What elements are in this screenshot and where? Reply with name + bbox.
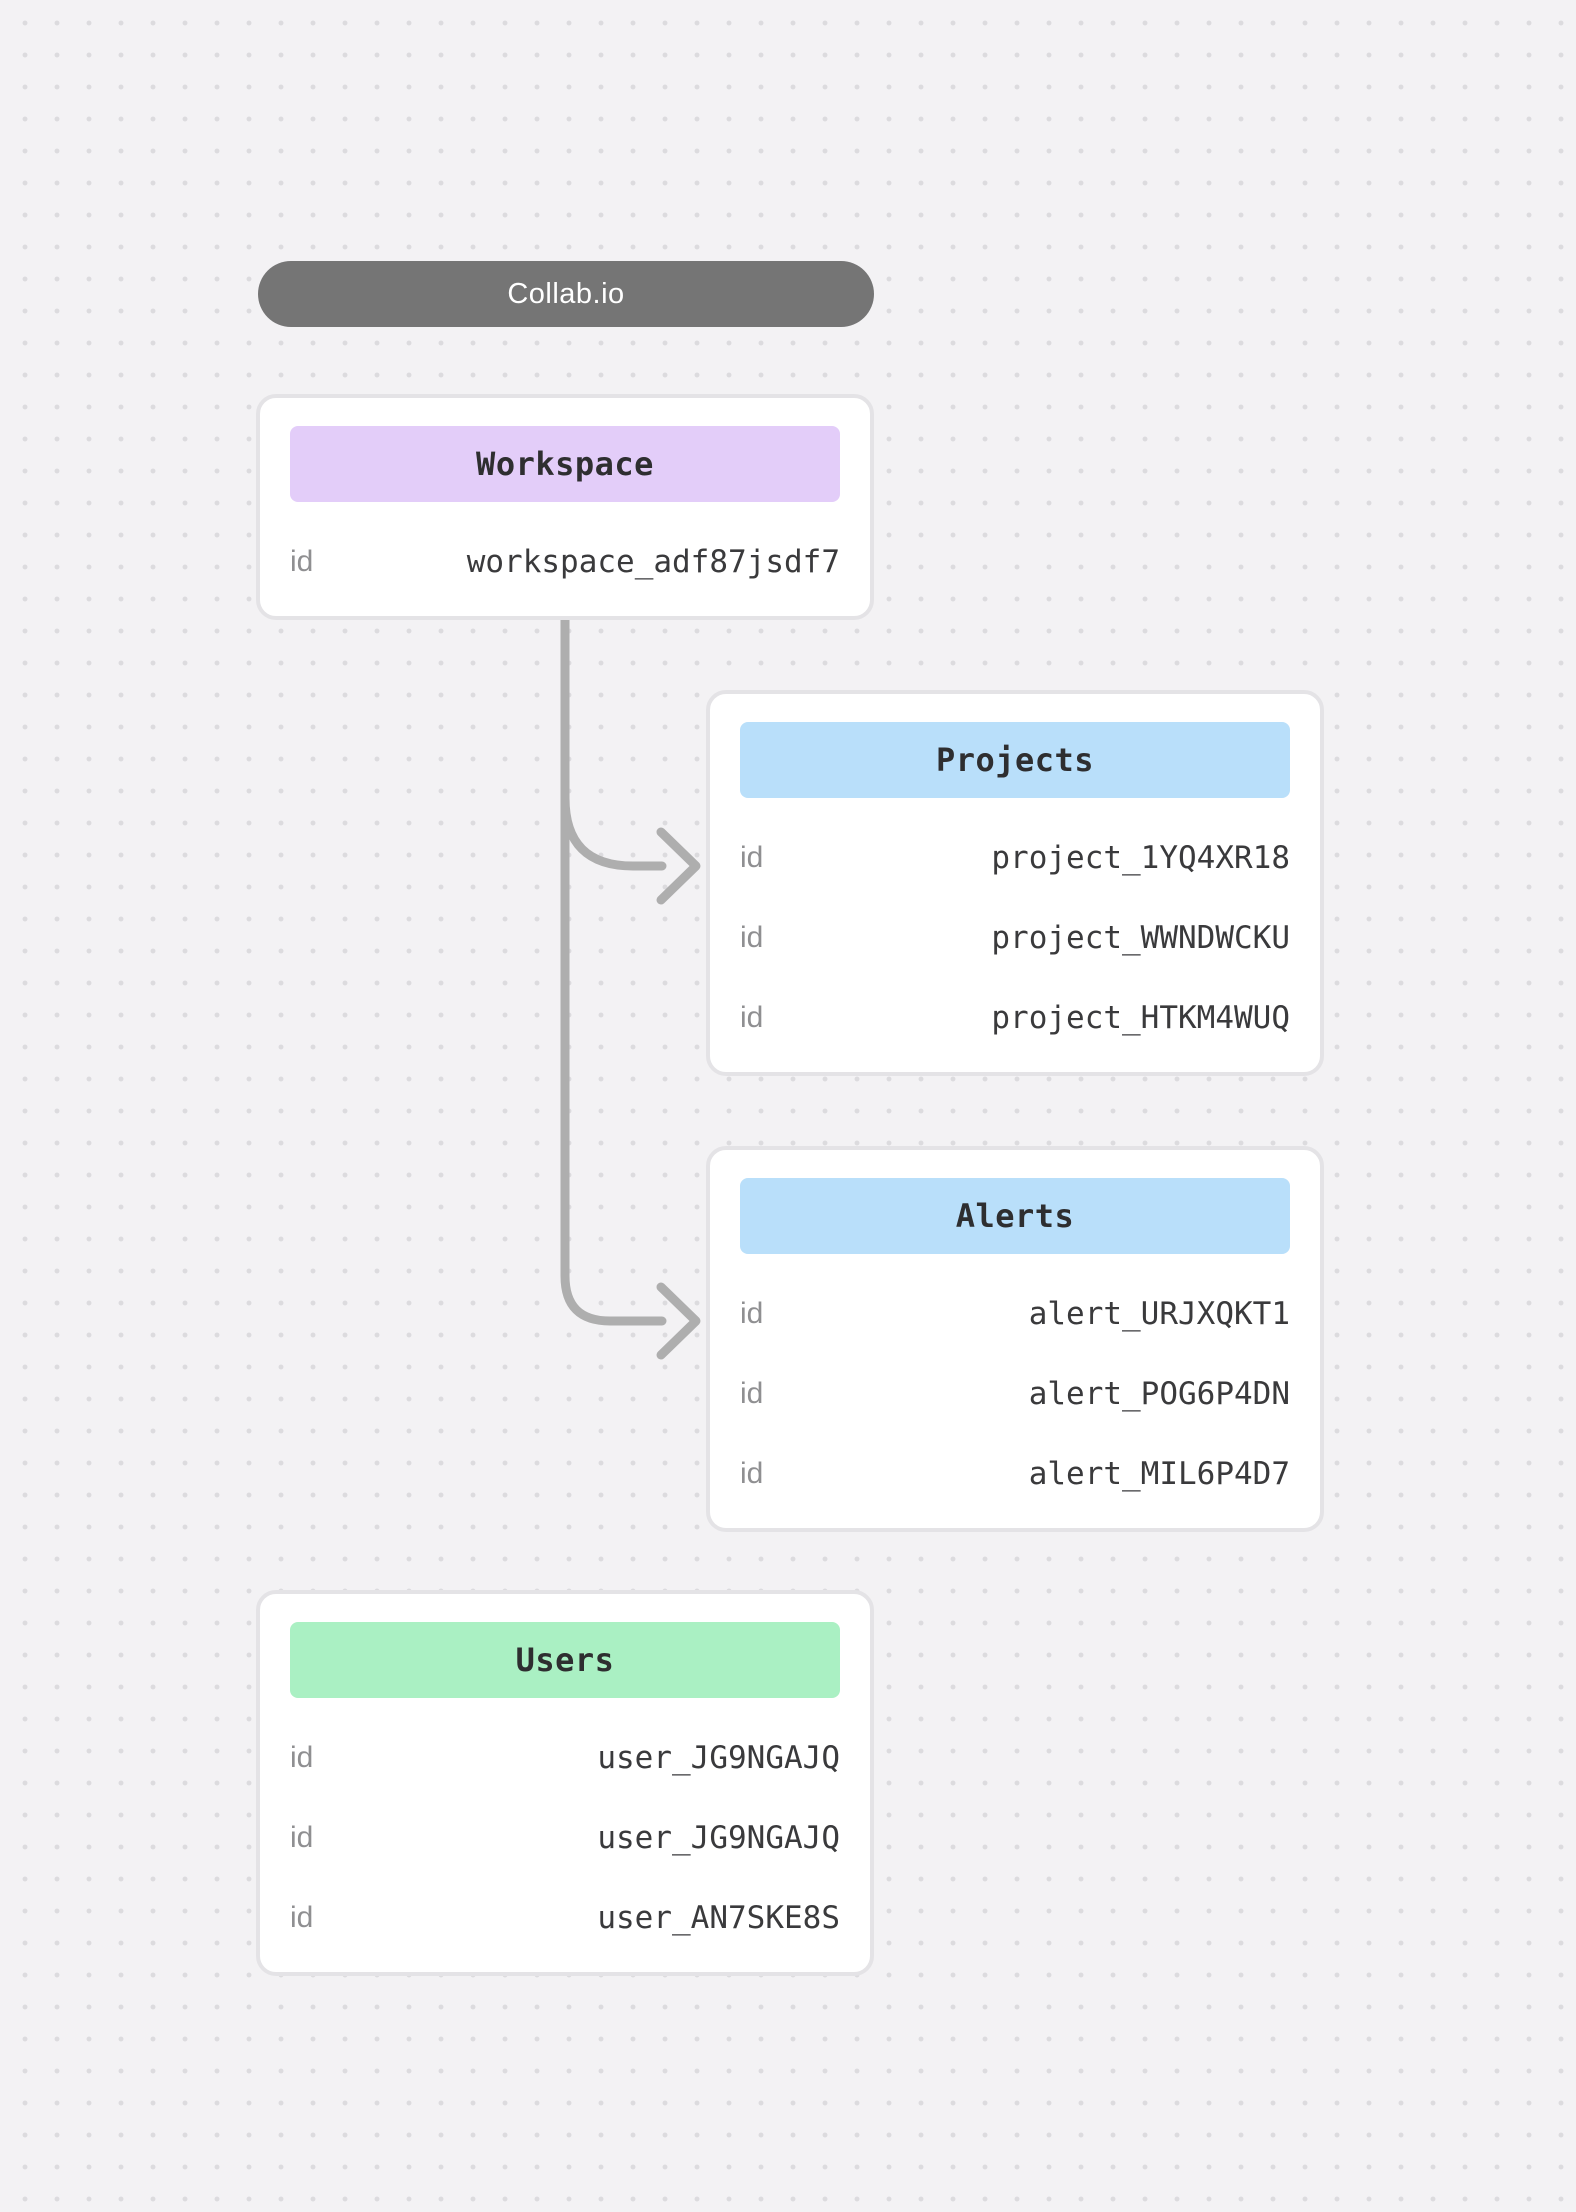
- entity-card-projects[interactable]: Projects id project_1YQ4XR18 id project_…: [706, 690, 1324, 1076]
- entity-card-alerts[interactable]: Alerts id alert_URJXQKT1 id alert_POG6P4…: [706, 1146, 1324, 1532]
- table-row: id project_1YQ4XR18: [740, 838, 1290, 878]
- table-row: id alert_MIL6P4D7: [740, 1454, 1290, 1494]
- arrowhead-alerts-icon: [656, 1282, 701, 1360]
- diagram-title-pill[interactable]: Collab.io: [258, 261, 874, 327]
- row-value: project_WWNDWCKU: [991, 920, 1290, 956]
- row-value: alert_MIL6P4D7: [1028, 1456, 1290, 1492]
- arrowhead-projects-icon: [656, 827, 701, 905]
- row-key: id: [740, 841, 764, 874]
- card-header-workspace: Workspace: [290, 426, 840, 502]
- row-key: id: [290, 1901, 314, 1934]
- table-row: id project_WWNDWCKU: [740, 918, 1290, 958]
- row-value: user_JG9NGAJQ: [597, 1820, 840, 1856]
- row-key: id: [290, 1821, 314, 1854]
- connector-branch-workspace-projects: [560, 793, 667, 871]
- table-row: id alert_POG6P4DN: [740, 1374, 1290, 1414]
- row-value: alert_POG6P4DN: [1028, 1376, 1290, 1412]
- card-header-users: Users: [290, 1622, 840, 1698]
- card-header-projects: Projects: [740, 722, 1290, 798]
- row-key: id: [290, 545, 314, 578]
- table-row: id user_JG9NGAJQ: [290, 1738, 840, 1778]
- row-key: id: [740, 1297, 764, 1330]
- table-row: id user_AN7SKE8S: [290, 1898, 840, 1938]
- row-value: alert_URJXQKT1: [1028, 1296, 1290, 1332]
- row-value: project_1YQ4XR18: [991, 840, 1290, 876]
- row-value: user_AN7SKE8S: [597, 1900, 840, 1936]
- row-value: project_HTKM4WUQ: [991, 1000, 1290, 1036]
- row-key: id: [740, 1001, 764, 1034]
- table-row: id project_HTKM4WUQ: [740, 998, 1290, 1038]
- card-header-alerts: Alerts: [740, 1178, 1290, 1254]
- row-key: id: [740, 1457, 764, 1490]
- table-row: id user_JG9NGAJQ: [290, 1818, 840, 1858]
- entity-card-users[interactable]: Users id user_JG9NGAJQ id user_JG9NGAJQ …: [256, 1590, 874, 1976]
- row-key: id: [740, 1377, 764, 1410]
- table-row: id alert_URJXQKT1: [740, 1294, 1290, 1334]
- row-value: workspace_adf87jsdf7: [466, 544, 840, 580]
- connector-stem-workspace-alerts: [560, 611, 667, 1326]
- table-row: id workspace_adf87jsdf7: [290, 542, 840, 582]
- row-value: user_JG9NGAJQ: [597, 1740, 840, 1776]
- entity-card-workspace[interactable]: Workspace id workspace_adf87jsdf7: [256, 394, 874, 620]
- row-key: id: [290, 1741, 314, 1774]
- row-key: id: [740, 921, 764, 954]
